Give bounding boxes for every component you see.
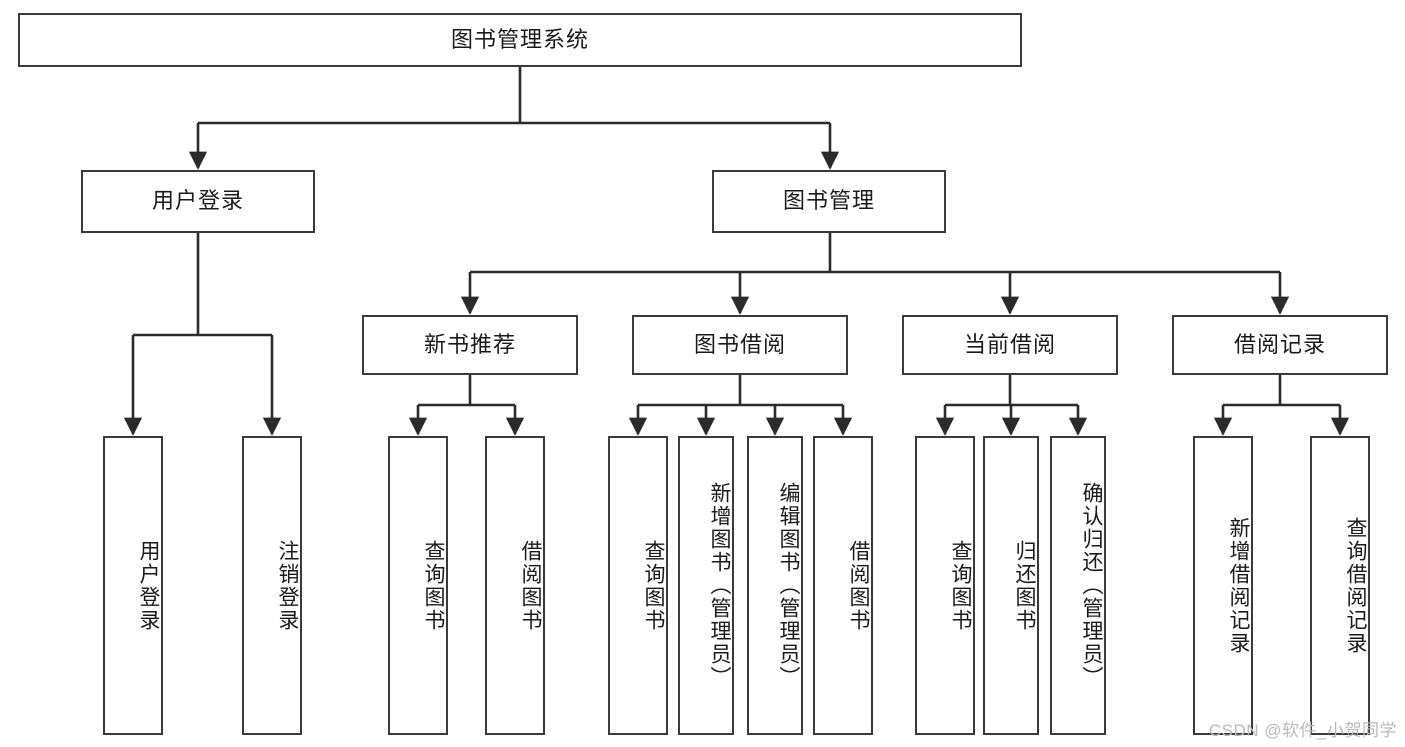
node-new-book-rec[interactable]: 新书推荐 xyxy=(362,315,578,375)
node-borrow-record[interactable]: 借阅记录 xyxy=(1172,315,1388,375)
node-new-book-rec-label: 新书推荐 xyxy=(423,331,516,357)
node-leaf-query-book-1[interactable]: 查询图书 xyxy=(388,436,448,735)
node-book-manage-label: 图书管理 xyxy=(782,188,875,214)
node-leaf-query-book-2-label: 查询图书 xyxy=(642,539,665,632)
node-leaf-return-book[interactable]: 归还图书 xyxy=(983,436,1039,735)
watermark: CSDN @软件_小贺同学 xyxy=(1208,721,1397,740)
node-leaf-borrow-book-2[interactable]: 借阅图书 xyxy=(813,436,873,735)
node-leaf-logout[interactable]: 注销登录 xyxy=(242,436,302,735)
node-leaf-borrow-book-1-label: 借阅图书 xyxy=(519,539,542,632)
node-leaf-add-record-label: 新增借阅记录 xyxy=(1227,516,1250,655)
node-leaf-borrow-book-1[interactable]: 借阅图书 xyxy=(485,436,545,735)
node-leaf-user-login[interactable]: 用户登录 xyxy=(103,436,163,735)
node-root[interactable]: 图书管理系统 xyxy=(18,13,1022,67)
node-leaf-add-book[interactable]: 新增图书（管理员） xyxy=(678,436,734,735)
node-book-borrow[interactable]: 图书借阅 xyxy=(632,315,848,375)
node-user-login[interactable]: 用户登录 xyxy=(81,170,315,233)
node-current-borrow[interactable]: 当前借阅 xyxy=(902,315,1118,375)
node-leaf-query-book-3-label: 查询图书 xyxy=(949,539,972,632)
node-leaf-return-book-label: 归还图书 xyxy=(1013,539,1036,632)
node-book-manage[interactable]: 图书管理 xyxy=(712,170,946,233)
node-root-label: 图书管理系统 xyxy=(450,26,589,52)
node-book-borrow-label: 图书借阅 xyxy=(693,331,786,357)
node-leaf-user-login-label: 用户登录 xyxy=(137,539,160,632)
node-current-borrow-label: 当前借阅 xyxy=(963,331,1056,357)
node-leaf-edit-book[interactable]: 编辑图书（管理员） xyxy=(747,436,803,735)
node-leaf-query-book-3[interactable]: 查询图书 xyxy=(915,436,975,735)
node-leaf-confirm-return-label: 确认归还（管理员） xyxy=(1080,482,1103,689)
node-leaf-borrow-book-2-label: 借阅图书 xyxy=(847,539,870,632)
node-leaf-query-book-2[interactable]: 查询图书 xyxy=(608,436,668,735)
node-leaf-query-record[interactable]: 查询借阅记录 xyxy=(1310,436,1370,735)
node-leaf-query-record-label: 查询借阅记录 xyxy=(1344,516,1367,655)
node-leaf-add-book-label: 新增图书（管理员） xyxy=(708,482,731,689)
node-leaf-add-record[interactable]: 新增借阅记录 xyxy=(1193,436,1253,735)
node-borrow-record-label: 借阅记录 xyxy=(1233,331,1326,357)
node-leaf-logout-label: 注销登录 xyxy=(276,539,299,632)
node-leaf-confirm-return[interactable]: 确认归还（管理员） xyxy=(1050,436,1106,735)
node-user-login-label: 用户登录 xyxy=(151,188,244,214)
node-leaf-edit-book-label: 编辑图书（管理员） xyxy=(777,482,800,689)
node-leaf-query-book-1-label: 查询图书 xyxy=(422,539,445,632)
